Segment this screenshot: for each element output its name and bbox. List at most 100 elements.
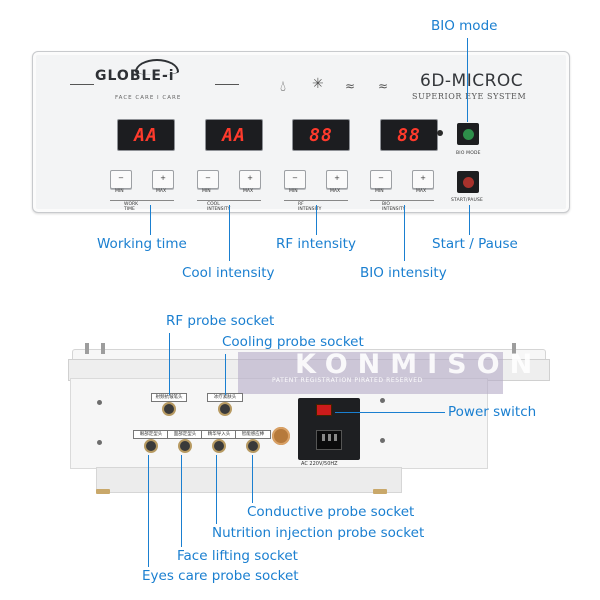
leader-line <box>150 205 151 235</box>
callout-power-switch: Power switch <box>448 404 537 420</box>
callout-nutrition-injection-probe-socket: Nutrition injection probe socket <box>212 525 425 541</box>
rf-intensity-minus-button[interactable]: − <box>284 170 306 189</box>
screw-icon <box>380 398 385 403</box>
callout-bio-mode: BIO mode <box>431 18 498 34</box>
device-foot <box>96 489 110 494</box>
lid-post <box>512 343 516 354</box>
screw-icon <box>97 400 102 405</box>
rf-intensity-label: RF INTENSITY <box>298 202 322 212</box>
cool-intensity-label: COOL INTENSITY <box>207 202 231 212</box>
max-label: MAX <box>156 189 167 194</box>
callout-rf-intensity: RF intensity <box>276 236 356 252</box>
callout-face-lifting-socket: Face lifting socket <box>177 548 298 564</box>
screw-icon <box>380 438 385 443</box>
inlet-pin <box>328 434 331 441</box>
logo-rule-left <box>70 84 94 85</box>
leader-line <box>169 333 170 395</box>
logo-rule-right <box>215 84 239 85</box>
rf-probe-socket[interactable] <box>162 402 176 416</box>
cool-intensity-plus-button[interactable]: + <box>239 170 261 189</box>
min-label: MIN <box>202 189 211 194</box>
lid-post <box>85 343 89 354</box>
bio-intensity-minus-button[interactable]: − <box>370 170 392 189</box>
bio-mode-label: BIO MODE <box>456 151 481 156</box>
work-time-display: AA <box>117 119 175 151</box>
start-pause-button[interactable] <box>457 171 479 193</box>
cool-intensity-display: AA <box>205 119 263 151</box>
leader-line <box>225 354 226 395</box>
group-rule <box>284 200 348 201</box>
rf-intensity-display: 88 <box>292 119 350 151</box>
start-pause-label: START/PAUSE <box>451 198 484 203</box>
max-label: MAX <box>416 189 427 194</box>
nutrition-injection-probe-socket[interactable] <box>212 439 226 453</box>
brand-logo: GLOBLE-i <box>95 68 175 84</box>
inlet-pin <box>322 434 325 441</box>
group-rule <box>370 200 434 201</box>
socket-tag: 精华导入头 <box>201 430 237 439</box>
callout-cooling-probe-socket: Cooling probe socket <box>222 334 364 350</box>
work-time-label: WORK TIME <box>124 202 139 212</box>
group-rule <box>110 200 174 201</box>
watermark-band <box>238 352 503 394</box>
bio-intensity-label: BIO INTENSITY <box>382 202 406 212</box>
max-label: MAX <box>243 189 254 194</box>
min-label: MIN <box>115 189 124 194</box>
watermark-text: KONMISON <box>295 349 543 380</box>
leader-line <box>252 455 253 503</box>
status-led <box>437 130 443 136</box>
bio-intensity-plus-button[interactable]: + <box>412 170 434 189</box>
callout-conductive-probe-socket: Conductive probe socket <box>247 504 415 520</box>
bio-mode-button[interactable] <box>457 123 479 145</box>
callout-start-pause: Start / Pause <box>432 236 518 252</box>
group-rule <box>197 200 261 201</box>
leader-line <box>216 455 217 524</box>
socket-tag: 面部定型头 <box>167 430 203 439</box>
callout-cool-intensity: Cool intensity <box>182 265 275 281</box>
min-label: MIN <box>375 189 384 194</box>
inlet-pin <box>334 434 337 441</box>
socket-tag: 眼部定型头 <box>133 430 169 439</box>
leader-line <box>181 455 182 547</box>
lid-post <box>101 343 105 354</box>
leader-line <box>335 412 445 413</box>
eyes-care-probe-socket[interactable] <box>144 439 158 453</box>
screw-icon <box>97 440 102 445</box>
leader-line <box>469 205 470 235</box>
face-lifting-socket[interactable] <box>178 439 192 453</box>
logo-tagline: FACE CARE I CARE <box>115 95 182 101</box>
cool-intensity-minus-button[interactable]: − <box>197 170 219 189</box>
fuse-holder[interactable] <box>272 427 290 445</box>
voltage-label: AC 220V/50HZ <box>301 461 338 467</box>
callout-bio-intensity: BIO intensity <box>360 265 447 281</box>
wave-icon: ≈ <box>378 79 389 93</box>
power-switch[interactable] <box>316 404 332 416</box>
bio-intensity-display: 88 <box>380 119 438 151</box>
callout-rf-probe-socket: RF probe socket <box>166 313 275 329</box>
leader-line <box>229 205 230 261</box>
device-foot <box>373 489 387 494</box>
leader-line <box>148 455 149 567</box>
callout-working-time: Working time <box>97 236 187 252</box>
max-label: MAX <box>330 189 341 194</box>
leader-line <box>467 38 468 122</box>
snowflake-icon: ✳ <box>312 76 324 92</box>
device-model: 6D-MICROC <box>420 71 524 91</box>
cooling-probe-socket[interactable] <box>218 402 232 416</box>
callout-eyes-care-probe-socket: Eyes care probe socket <box>142 568 299 584</box>
work-time-plus-button[interactable]: + <box>152 170 174 189</box>
conductive-probe-socket[interactable] <box>246 439 260 453</box>
leader-line <box>316 205 317 235</box>
watermark-subtext: PATENT REGISTRATION PIRATED RESERVED <box>272 377 423 384</box>
leader-line <box>404 205 405 261</box>
rf-intensity-plus-button[interactable]: + <box>326 170 348 189</box>
power-inlet[interactable] <box>316 430 342 450</box>
min-label: MIN <box>289 189 298 194</box>
device-subtitle: SUPERIOR EYE SYSTEM <box>412 92 527 101</box>
device-base <box>96 467 402 493</box>
socket-tag: 智能感应棒 <box>235 430 271 439</box>
work-time-minus-button[interactable]: − <box>110 170 132 189</box>
eye-logo-icon <box>135 59 179 75</box>
wave-icon: ≈ <box>345 79 356 93</box>
drop-icon: 💧︎ <box>280 77 287 95</box>
